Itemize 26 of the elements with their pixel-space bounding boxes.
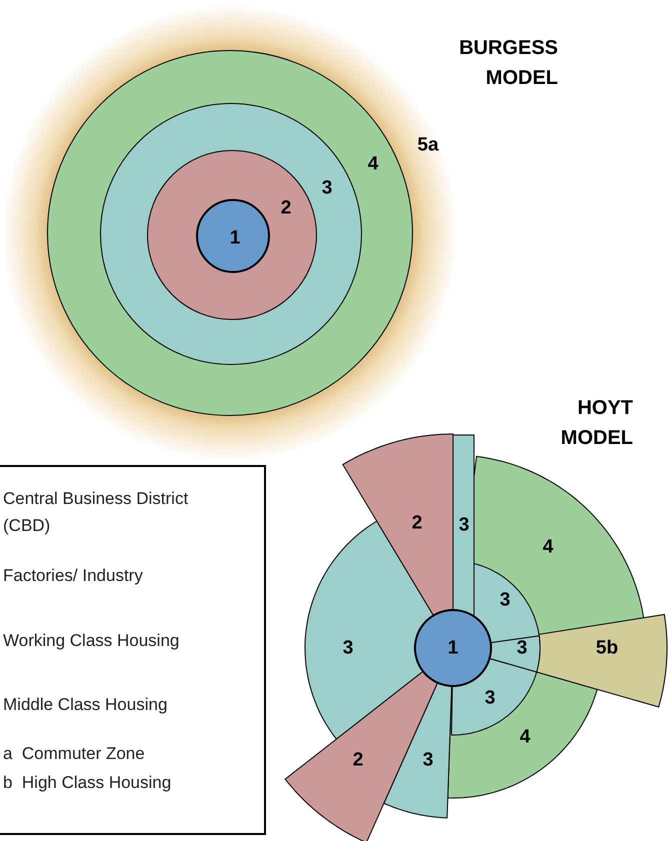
zone-number: 1 bbox=[230, 228, 240, 248]
zone-number: 3 bbox=[458, 516, 470, 534]
legend-text: b High Class Housing bbox=[3, 772, 172, 794]
model-title: HOYT MODEL bbox=[560, 396, 633, 451]
zone-number: 2 bbox=[352, 750, 364, 770]
zone-number: 4 bbox=[368, 154, 378, 174]
zone-number: 5b bbox=[596, 638, 618, 658]
legend-text: Middle Class Housing bbox=[3, 694, 168, 716]
legend-text: a Commuter Zone bbox=[3, 743, 146, 765]
zone-number: 3 bbox=[484, 688, 496, 708]
legend-text: Working Class Housing bbox=[3, 630, 180, 652]
legend-text: Factories/ Industry bbox=[3, 565, 144, 587]
text-fragment: BURGESS MODEL bbox=[458, 36, 558, 91]
zone-number: 4 bbox=[520, 728, 530, 746]
zone-number: 3 bbox=[422, 750, 434, 770]
zone-number: 2 bbox=[280, 198, 292, 218]
zone-number: 3 bbox=[500, 590, 510, 610]
zone-number: 3 bbox=[342, 638, 354, 658]
legend-text: Central Business District (CBD) bbox=[3, 488, 190, 537]
zone-number: 3 bbox=[516, 638, 528, 658]
zone-number: 4 bbox=[542, 538, 554, 556]
zone-number: 3 bbox=[322, 178, 332, 198]
zone-number: 2 bbox=[412, 514, 422, 532]
legend-box bbox=[0, 465, 266, 835]
zone-number: 1 bbox=[448, 638, 458, 658]
zone-number: 5a bbox=[417, 136, 439, 154]
